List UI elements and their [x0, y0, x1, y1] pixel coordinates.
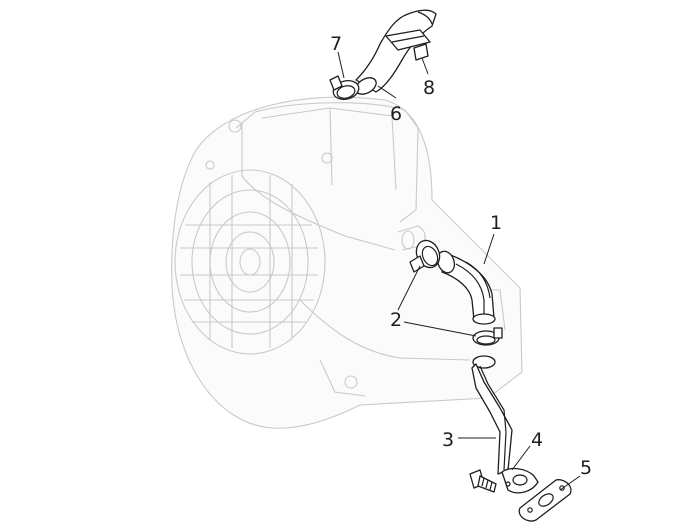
- hose-clamp-lower: [472, 327, 503, 346]
- elbow-hose: [436, 250, 496, 325]
- callout-5: 5: [580, 457, 592, 479]
- hose-clamp-upper: [409, 239, 441, 273]
- callout-labels: 1 2 3 4 5 6 7 8: [330, 33, 592, 479]
- leader-6: [377, 85, 397, 99]
- callout-1: 1: [490, 212, 502, 234]
- leader-1: [483, 233, 495, 265]
- engine-housing-ghost: [171, 96, 523, 429]
- gasket: [518, 479, 572, 522]
- bolt: [469, 469, 497, 493]
- leader-7: [337, 51, 345, 79]
- leader-lines: [337, 51, 581, 491]
- pipe-flange: [501, 467, 539, 494]
- small-clamp: [329, 75, 360, 100]
- leader-4: [511, 445, 531, 471]
- oil-pipe: [471, 355, 513, 475]
- callout-7: 7: [330, 33, 342, 55]
- callout-2: 2: [390, 309, 402, 331]
- clamp-band-upper: [385, 29, 431, 61]
- callout-8: 8: [423, 77, 435, 99]
- leader-5: [559, 475, 581, 491]
- leader-2b: [403, 321, 477, 337]
- callout-6: 6: [390, 103, 402, 125]
- callout-3: 3: [442, 429, 454, 451]
- callout-4: 4: [531, 429, 543, 451]
- leader-2a: [397, 265, 421, 311]
- leader-8: [421, 57, 429, 75]
